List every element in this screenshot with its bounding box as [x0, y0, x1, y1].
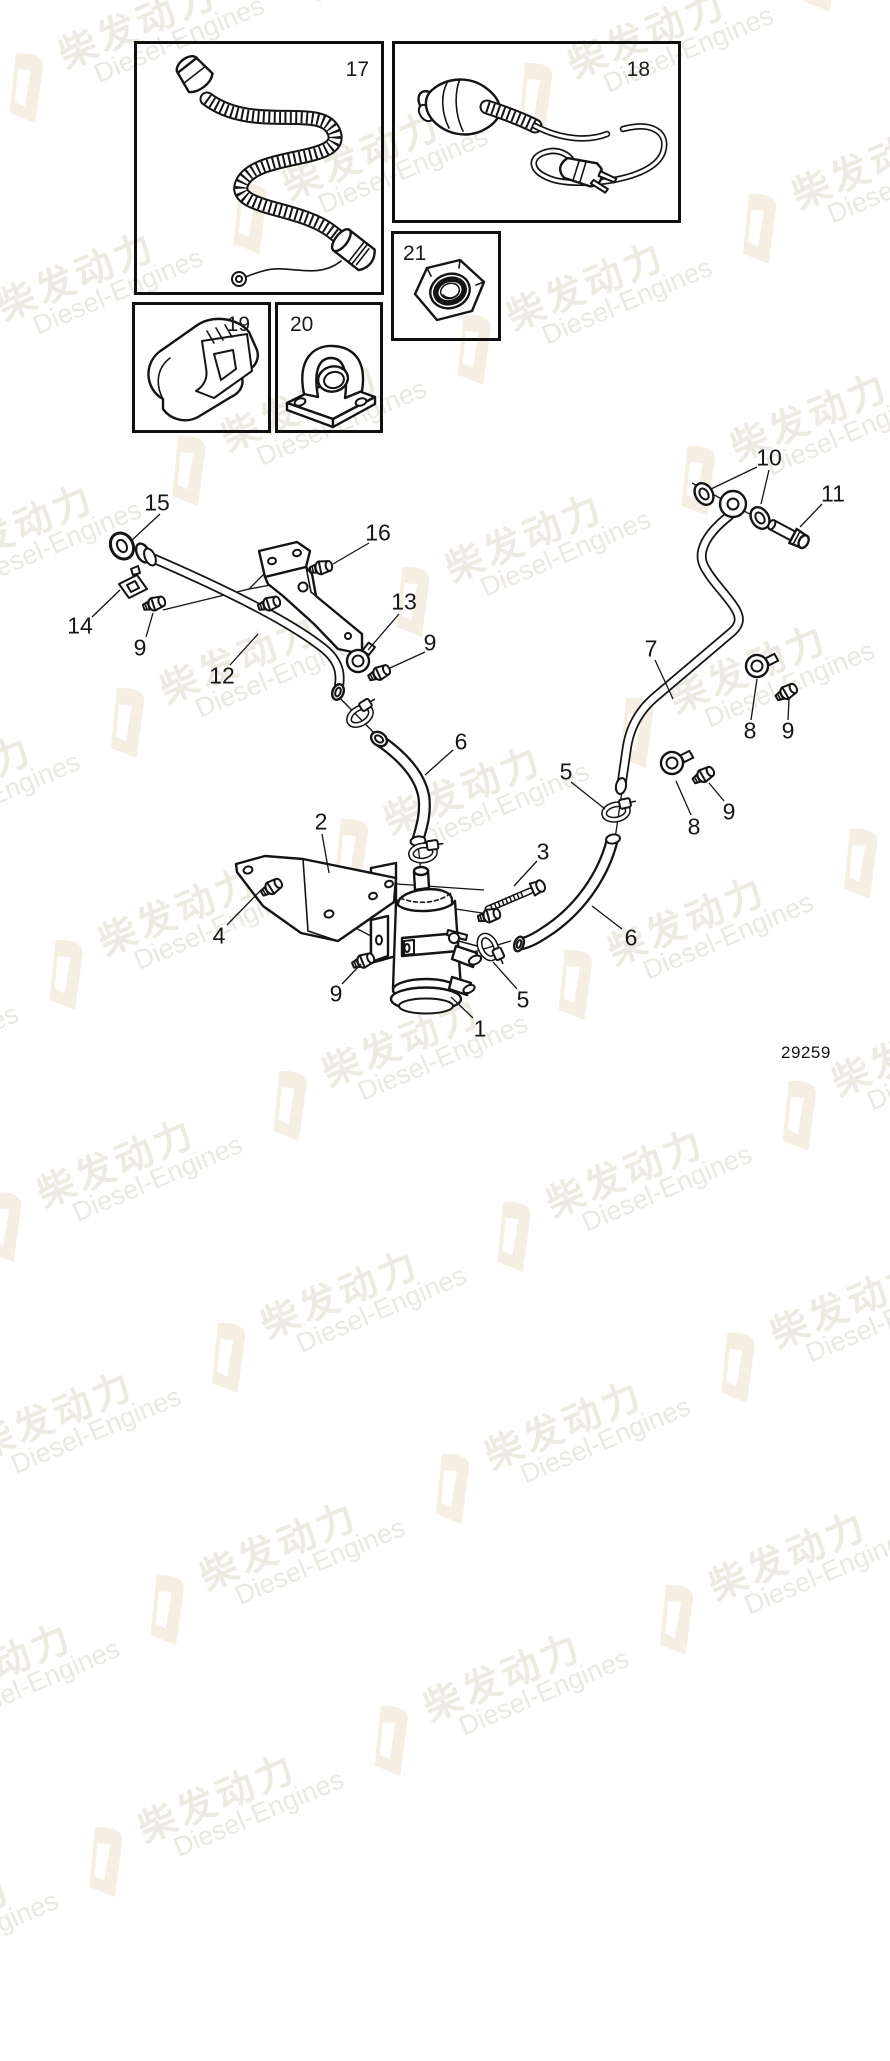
inset-box-20: 20	[275, 302, 383, 433]
callout-5: 5	[517, 989, 530, 1012]
watermark-text-en: Diesel-Engines	[516, 1391, 695, 1490]
part-8-clamp	[744, 649, 779, 680]
watermark-text-cn: 柴发动力	[190, 1485, 366, 1601]
callout-1: 1	[474, 1018, 487, 1041]
part-14-clip	[119, 566, 147, 598]
callout-6: 6	[455, 731, 468, 754]
watermark-text-cn: 柴发动力	[413, 1616, 589, 1732]
callout-3: 3	[537, 841, 550, 864]
callout-6: 6	[625, 927, 638, 950]
inset-box-17-label: 17	[346, 58, 369, 82]
part-6-hose-right	[476, 797, 638, 969]
part-9-screw	[351, 951, 376, 971]
inset-box-18: 18	[392, 41, 681, 223]
part-16-screw	[257, 594, 282, 613]
part-6-hose-upper	[344, 696, 445, 863]
part-15-seal-ring	[106, 529, 138, 563]
watermark-text-cn: 柴发动力	[251, 1233, 427, 1349]
callout-9: 9	[330, 983, 343, 1006]
callout-9: 9	[723, 801, 736, 824]
inset-box-21: 21	[391, 231, 501, 341]
part-9-screw	[367, 663, 393, 684]
callout-9: 9	[782, 720, 795, 743]
part-9-screw	[477, 907, 502, 925]
callout-16: 16	[365, 522, 391, 545]
watermark-text-en: Diesel-Engines	[0, 1633, 124, 1732]
callout-10: 10	[756, 447, 782, 470]
watermark-text-en: Diesel-Engines	[169, 1764, 348, 1863]
part-8-clamp	[659, 746, 694, 777]
callout-9: 9	[424, 632, 437, 655]
watermark-text-en: Diesel-Engines	[7, 1381, 186, 1480]
watermark-text-en: Diesel-Engines	[740, 1522, 890, 1621]
watermark-text-en: Diesel-Engines	[801, 1270, 890, 1369]
callout-8: 8	[744, 720, 757, 743]
part-9-screw	[774, 681, 800, 703]
part-7-pipe	[615, 491, 746, 795]
part-9-screw	[142, 594, 167, 613]
watermark-text-en: Diesel-Engines	[68, 1129, 247, 1228]
drawing-number: 29259	[781, 1043, 831, 1063]
watermark-text-en: Diesel-Engines	[454, 1643, 633, 1742]
callout-13: 13	[391, 591, 417, 614]
callout-11: 11	[821, 483, 845, 506]
watermark-text-cn: 柴发动力	[0, 1354, 142, 1470]
watermark-text-cn: 柴发动力	[0, 1858, 19, 1974]
watermark-text-en: Diesel-Engines	[0, 1885, 63, 1984]
inset-box-18-label: 18	[627, 58, 650, 82]
inset-box-17: 17	[134, 41, 384, 295]
callout-4: 4	[213, 925, 226, 948]
watermark-text-en: Diesel-Engines	[230, 1512, 409, 1611]
watermark-text-en: Diesel-Engines	[292, 1260, 471, 1359]
callout-5: 5	[560, 761, 573, 784]
callout-8: 8	[688, 816, 701, 839]
watermark-text-cn: 柴发动力	[699, 1495, 875, 1611]
watermark-text-cn: 柴发动力	[760, 1243, 890, 1359]
watermark-text-cn: 柴发动力	[128, 1737, 304, 1853]
callout-14: 14	[67, 615, 93, 638]
callout-9: 9	[134, 637, 147, 660]
watermark-text-cn: 柴发动力	[536, 1112, 712, 1228]
inset-box-19-label: 19	[227, 313, 250, 337]
inset-box-20-label: 20	[290, 313, 313, 337]
watermark-text-cn: 柴发动力	[27, 1102, 203, 1218]
watermark-text-cn: 柴发动力	[0, 1606, 80, 1722]
callout-2: 2	[315, 811, 328, 834]
part-9-screw	[691, 764, 717, 786]
callout-15: 15	[144, 492, 170, 515]
inset-box-19: 19	[132, 302, 271, 433]
callout-12: 12	[209, 665, 235, 688]
watermark-text-en: Diesel-Engines	[577, 1139, 756, 1238]
inset-box-21-label: 21	[403, 242, 426, 266]
callout-7: 7	[645, 638, 658, 661]
watermark-text-cn: 柴发动力	[475, 1364, 651, 1480]
